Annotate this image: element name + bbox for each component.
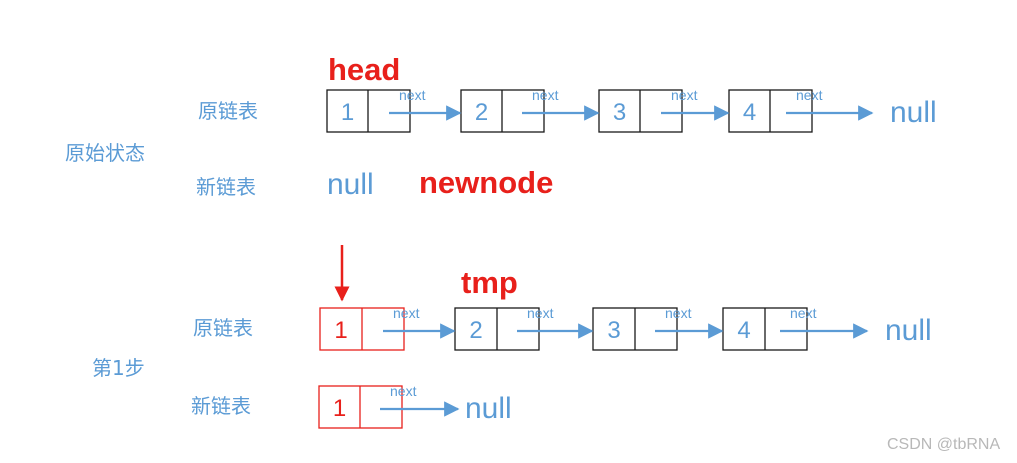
step1-new-null-terminal: null <box>465 392 512 425</box>
step1-original-node-1-value: 1 <box>334 317 347 344</box>
initial-original-node-1-value: 1 <box>341 99 354 126</box>
step1-original-next-label-4: next <box>790 305 817 321</box>
step1-new-next-label-1: next <box>390 383 417 399</box>
initial-original-next-label-3: next <box>671 87 698 103</box>
initial-original-next-label-1: next <box>399 87 426 103</box>
new-list-null-initial: null <box>327 168 374 201</box>
initial-original-node-2-value: 2 <box>475 99 488 126</box>
state-label-initial: 原始状态 <box>65 141 145 165</box>
initial-original-node-4-value: 4 <box>743 99 756 126</box>
newnode-pointer-label: newnode <box>419 165 553 200</box>
row-label-new-step1: 新链表 <box>191 394 251 418</box>
step1-original-next-label-2: next <box>527 305 554 321</box>
step1-original-node-3-value: 3 <box>607 317 620 344</box>
row-label-new-initial: 新链表 <box>196 175 256 199</box>
initial-original-next-label-4: next <box>796 87 823 103</box>
step1-original-node-2-value: 2 <box>469 317 482 344</box>
list-layer: 1 2 3 4 next next next next null 1 2 3 4 next next next… <box>318 87 937 429</box>
state-label-step1: 第1步 <box>92 356 145 380</box>
tmp-pointer-label: tmp <box>461 265 518 300</box>
initial-original-node-3-value: 3 <box>613 99 626 126</box>
row-label-original-step1: 原链表 <box>193 316 253 340</box>
initial-original-null-terminal: null <box>890 96 937 129</box>
head-pointer-label: head <box>328 52 400 87</box>
step1-original-null-terminal: null <box>885 314 932 347</box>
step1-original-next-label-1: next <box>393 305 420 321</box>
step1-original-node-4-value: 4 <box>737 317 750 344</box>
step1-original-next-label-3: next <box>665 305 692 321</box>
row-label-original-initial: 原链表 <box>198 99 258 123</box>
step1-new-node-1-value: 1 <box>333 395 346 422</box>
initial-original-next-label-2: next <box>532 87 559 103</box>
watermark: CSDN @tbRNA <box>887 436 1000 453</box>
